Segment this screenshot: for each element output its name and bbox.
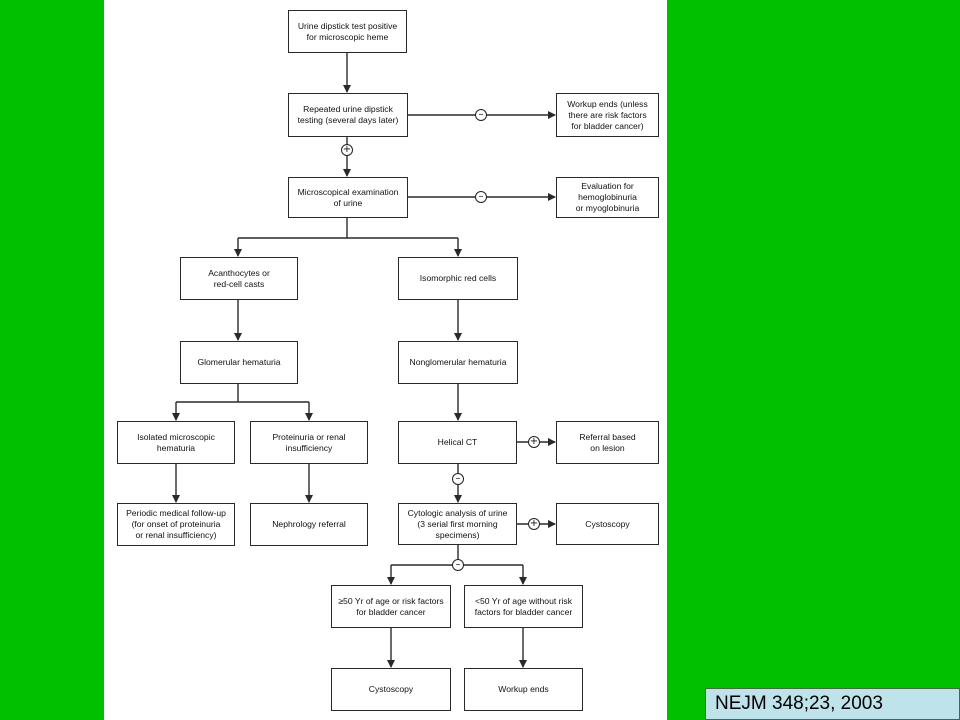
node-nonglomerular-hematuria: Nonglomerular hematuria bbox=[398, 341, 518, 384]
split-glomerular bbox=[176, 384, 309, 403]
plus-sign-ct: + bbox=[528, 436, 540, 448]
node-nephrology-referral: Nephrology referral bbox=[250, 503, 368, 546]
node-repeat-dipstick: Repeated urine dipstick testing (several… bbox=[288, 93, 408, 137]
node-cystoscopy-bottom: Cystoscopy bbox=[331, 668, 451, 711]
plus-sign-cytology: + bbox=[528, 518, 540, 530]
node-microscopic-exam: Microscopical examination of urine bbox=[288, 177, 408, 218]
plus-sign-repeat: + bbox=[341, 144, 353, 156]
node-dipstick-positive: Urine dipstick test positive for microsc… bbox=[288, 10, 407, 53]
node-glomerular-hematuria: Glomerular hematuria bbox=[180, 341, 298, 384]
minus-sign-microscopy: – bbox=[475, 191, 487, 203]
node-proteinuria: Proteinuria or renal insufficiency bbox=[250, 421, 368, 464]
citation-label: NEJM 348;23, 2003 bbox=[705, 688, 960, 720]
node-workup-ends: Workup ends bbox=[464, 668, 583, 711]
minus-sign-cytology: – bbox=[452, 559, 464, 571]
node-cystoscopy-right: Cystoscopy bbox=[556, 503, 659, 545]
node-periodic-followup: Periodic medical follow-up (for onset of… bbox=[117, 503, 235, 546]
node-isomorphic-cells: Isomorphic red cells bbox=[398, 257, 518, 300]
minus-sign-repeat: – bbox=[475, 109, 487, 121]
split-microscopy bbox=[238, 218, 458, 239]
node-helical-ct: Helical CT bbox=[398, 421, 517, 464]
node-under-50: <50 Yr of age without risk factors for b… bbox=[464, 585, 583, 628]
node-referral-lesion: Referral based on lesion bbox=[556, 421, 659, 464]
node-isolated-hematuria: Isolated microscopic hematuria bbox=[117, 421, 235, 464]
node-acanthocytes: Acanthocytes or red-cell casts bbox=[180, 257, 298, 300]
minus-sign-ct: – bbox=[452, 473, 464, 485]
node-workup-ends-unless: Workup ends (unless there are risk facto… bbox=[556, 93, 659, 137]
node-over-50: ≥50 Yr of age or risk factors for bladde… bbox=[331, 585, 451, 628]
node-cytologic-analysis: Cytologic analysis of urine (3 serial fi… bbox=[398, 503, 517, 545]
node-hemoglobinuria-eval: Evaluation for hemoglobinuria or myoglob… bbox=[556, 177, 659, 218]
